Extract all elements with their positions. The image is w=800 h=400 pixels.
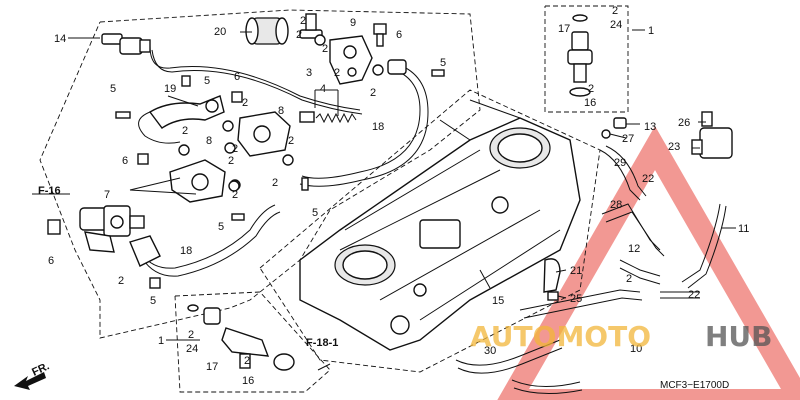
bolt-6-upper [373, 23, 387, 47]
ref-f16: F-16 [38, 185, 61, 197]
callout-13: 13 [644, 121, 656, 133]
callout-2-h: 2 [232, 143, 238, 155]
part-18-hose-upper [299, 59, 429, 187]
left-assembly-boundary [39, 9, 481, 339]
callout-5-b: 5 [110, 83, 116, 95]
callout-2-a: 2 [300, 15, 306, 27]
callout-2-top-b: 2 [588, 83, 594, 95]
callout-20: 20 [214, 26, 226, 38]
callout-6-c: 6 [48, 255, 54, 267]
callout-30: 30 [484, 345, 496, 357]
callout-6-a: 6 [234, 71, 240, 83]
callout-2-top-a: 2 [612, 5, 618, 17]
callout-12: 12 [628, 243, 640, 255]
callout-27: 27 [622, 133, 634, 145]
watermark-automoto: AUTOMOTO [470, 320, 651, 353]
callout-2-bot-b: 2 [244, 355, 250, 367]
callout-18-upper: 18 [372, 121, 384, 133]
callout-1-top: 1 [648, 25, 654, 37]
callout-2-bot-a: 2 [188, 329, 194, 341]
callout-2-d: 2 [334, 67, 340, 79]
callout-5-d: 5 [218, 221, 224, 233]
throttle-body [299, 99, 581, 351]
part-18-hose-lower [129, 204, 281, 277]
part-20-bushing [245, 17, 289, 45]
top-injector-inset-boundary [544, 5, 629, 113]
callout-2-r: 2 [626, 273, 632, 285]
part-1-bottom-injector [187, 304, 295, 371]
callout-6-b: 6 [122, 155, 128, 167]
callout-8-lower: 8 [206, 135, 212, 147]
callout-1-bottom: 1 [158, 335, 164, 347]
part-8-upper-valve [222, 111, 291, 157]
callout-5-top: 5 [440, 57, 446, 69]
callout-2-k: 2 [272, 177, 278, 189]
callout-29: 29 [614, 157, 626, 169]
spring-4 [299, 111, 357, 124]
callout-28: 28 [610, 199, 622, 211]
part-19-hose-connector [138, 95, 225, 144]
watermark-text: AUTOMOTO HUB [470, 320, 773, 353]
part-13-27-fittings [601, 117, 627, 139]
callout-16-top: 16 [584, 97, 596, 109]
callout-26: 26 [678, 117, 690, 129]
callout-2-j: 2 [288, 135, 294, 147]
leader-lines [32, 29, 736, 371]
callout-11: 11 [738, 223, 749, 235]
callout-15: 15 [492, 295, 504, 307]
callout-17-bottom: 17 [206, 361, 218, 373]
part-14-sensor-cable [101, 33, 363, 115]
callout-2-i: 2 [228, 155, 234, 167]
callout-4: 4 [320, 83, 326, 95]
callout-labels: 14 20 9 6 2 2 2 3 2 4 2 5 5 6 19 5 2 8 2… [48, 5, 749, 387]
right-side-hoses [455, 145, 727, 395]
callout-21: 21 [570, 265, 582, 277]
callout-23: 23 [668, 141, 680, 153]
callout-14: 14 [54, 33, 66, 45]
callout-24-bottom: 24 [186, 343, 198, 355]
callout-2-e: 2 [370, 87, 376, 99]
callout-5-a: 5 [204, 75, 210, 87]
callout-8-upper: 8 [278, 105, 284, 117]
callout-3: 3 [306, 67, 312, 79]
callout-18-lower: 18 [180, 245, 192, 257]
callout-22-a: 22 [642, 173, 654, 185]
part-7-actuator [79, 205, 145, 253]
callout-2-c: 2 [322, 43, 328, 55]
part-23-sensor [691, 111, 733, 159]
watermark-triangle [497, 125, 800, 400]
callout-2-g: 2 [182, 125, 188, 137]
assorted-bolts [47, 34, 445, 289]
front-arrow-icon: FR. [14, 360, 51, 390]
watermark-hub: HUB [705, 320, 773, 353]
callout-2-f: 2 [242, 97, 248, 109]
part-1-top-injector [567, 14, 593, 97]
callout-5-e: 5 [150, 295, 156, 307]
callout-7: 7 [104, 189, 110, 201]
callout-17-top: 17 [558, 23, 570, 35]
diagram-code: MCF3−E1700D [660, 380, 729, 391]
callout-16-bottom: 16 [242, 375, 254, 387]
ref-f18-1: F-18-1 [306, 337, 338, 349]
callout-22-b: 22 [688, 289, 700, 301]
callout-25: 25 [570, 293, 582, 305]
injector-inset-boundary [174, 291, 331, 393]
part-21-clamp [543, 258, 561, 301]
callout-10: 10 [630, 343, 642, 355]
callout-5-c: 5 [312, 207, 318, 219]
callout-2-l: 2 [232, 189, 238, 201]
callout-19: 19 [164, 83, 176, 95]
callout-2-b: 2 [296, 29, 302, 41]
throttle-body-boundary [259, 89, 601, 373]
callout-6-top: 6 [396, 29, 402, 41]
svg-text:FR.: FR. [30, 360, 51, 378]
callout-24-top: 24 [610, 19, 622, 31]
callout-9: 9 [350, 17, 356, 29]
callout-2-m: 2 [118, 275, 124, 287]
